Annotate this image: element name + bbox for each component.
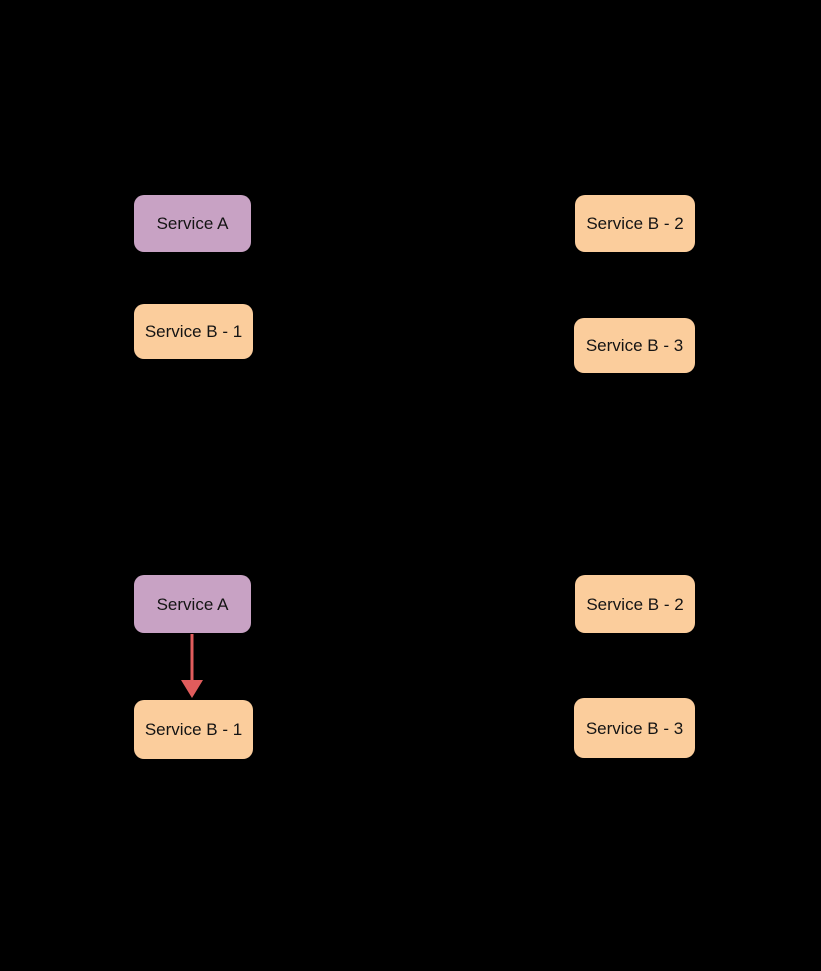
- node-service-b1-top: Service B - 1: [134, 304, 253, 359]
- node-service-b2-bottom-label: Service B - 2: [586, 594, 684, 614]
- node-service-b3-top-label: Service B - 3: [585, 336, 684, 355]
- node-service-b2-bottom: Service B - 2: [575, 575, 695, 633]
- node-service-a-top-label: Service A: [156, 214, 229, 233]
- node-service-b3-top: Service B - 3: [574, 318, 695, 373]
- node-service-b1-top-label: Service B - 1: [144, 322, 243, 341]
- node-service-b3-bottom-label: Service B - 3: [585, 718, 684, 738]
- node-service-b3-bottom: Service B - 3: [574, 698, 695, 758]
- node-service-a-bottom: Service A: [134, 575, 251, 633]
- node-service-b2-top-label: Service B - 2: [586, 214, 684, 233]
- arrow-head-down-icon: [181, 680, 203, 698]
- arrow-shaft: [190, 634, 194, 682]
- node-service-b1-bottom-label: Service B - 1: [144, 720, 243, 739]
- node-service-a-top: Service A: [134, 195, 251, 252]
- arrow-service-a-to-service-b1: [181, 634, 203, 698]
- node-service-a-bottom-label: Service A: [156, 594, 229, 614]
- node-service-b2-top: Service B - 2: [575, 195, 695, 252]
- node-service-b1-bottom: Service B - 1: [134, 700, 253, 759]
